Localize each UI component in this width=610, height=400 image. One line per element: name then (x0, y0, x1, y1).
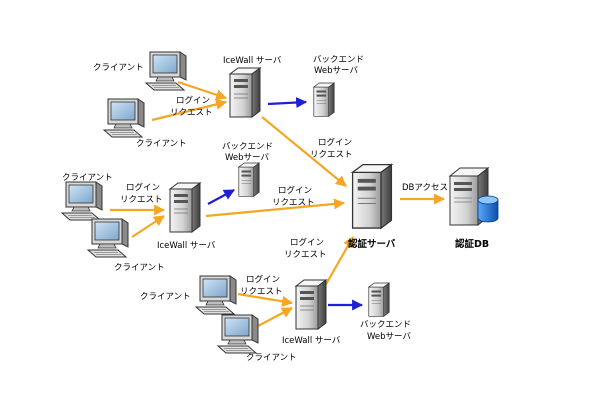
backend-web-server-icon (313, 82, 335, 117)
client-pc-icon (61, 181, 103, 221)
web-server-label: Webサーバ (314, 66, 358, 76)
backend-label: バックエンド (360, 320, 411, 330)
arrow-icewall1-auth (261, 116, 347, 187)
login-label: ログイン (246, 274, 280, 285)
client-label: クライアント (246, 353, 297, 363)
auth-db-icon (449, 167, 499, 226)
icewall-server-icon (229, 67, 261, 118)
request-label: リクエスト (310, 150, 353, 160)
backend-label: バックエンド (313, 55, 364, 65)
login-label: ログイン (278, 185, 312, 196)
client-pc-icon (145, 51, 187, 91)
request-label: リクエスト (284, 250, 327, 260)
request-arrows (110, 80, 446, 327)
client-label: クライアント (93, 63, 144, 73)
backend-arrows (207, 97, 364, 311)
arrow-client4-icewall2 (131, 215, 165, 238)
arrow-client1-icewall1 (177, 80, 228, 101)
icewall-server-label: IceWall サーバ (282, 336, 341, 346)
icewall-server-icon (169, 182, 201, 233)
auth-server-label: 認証サーバ (348, 238, 396, 250)
client-pc-icon (195, 275, 237, 315)
backend-web-server-icon (368, 282, 390, 317)
icewall-server-icon (295, 279, 327, 330)
backend-label: バックエンド (222, 142, 273, 152)
client-label: クライアント (62, 173, 113, 183)
arrow-client5-icewall3 (237, 292, 294, 307)
login-label: ログイン (318, 137, 352, 148)
icewall-server-label: IceWall サーバ (223, 56, 282, 66)
arrow-icewall2-auth (205, 198, 346, 218)
request-label: リクエスト (120, 195, 163, 205)
arrow-icewall1-backend1 (267, 97, 308, 109)
client-label: クライアント (136, 139, 187, 149)
web-server-label: Webサーバ (367, 332, 411, 342)
login-label: ログイン (126, 182, 160, 193)
login-label: ログイン (290, 237, 324, 248)
request-label: リクエスト (272, 198, 315, 208)
request-label: リクエスト (170, 108, 213, 118)
arrow-icewall3-auth (324, 236, 354, 287)
arrow-icewall2-backend2 (207, 189, 235, 205)
arrow-client2-icewall1 (151, 98, 228, 122)
login-label: ログイン (176, 95, 210, 106)
arrow-client6-icewall3 (257, 307, 293, 327)
auth-server-icon (351, 163, 393, 229)
client-pc-icon (217, 314, 259, 354)
web-server-label: Webサーバ (225, 153, 269, 163)
request-label: リクエスト (240, 287, 283, 297)
db-access-label: DBアクセス (402, 183, 448, 193)
backend-web-server-icon (238, 162, 260, 197)
client-pc-icon (87, 218, 129, 258)
client-pc-icon (103, 98, 145, 138)
client-label: クライアント (114, 263, 165, 273)
icewall-server-label: IceWall サーバ (157, 241, 216, 251)
auth-db-label: 認証DB (455, 238, 489, 250)
client-label: クライアント (140, 292, 191, 302)
